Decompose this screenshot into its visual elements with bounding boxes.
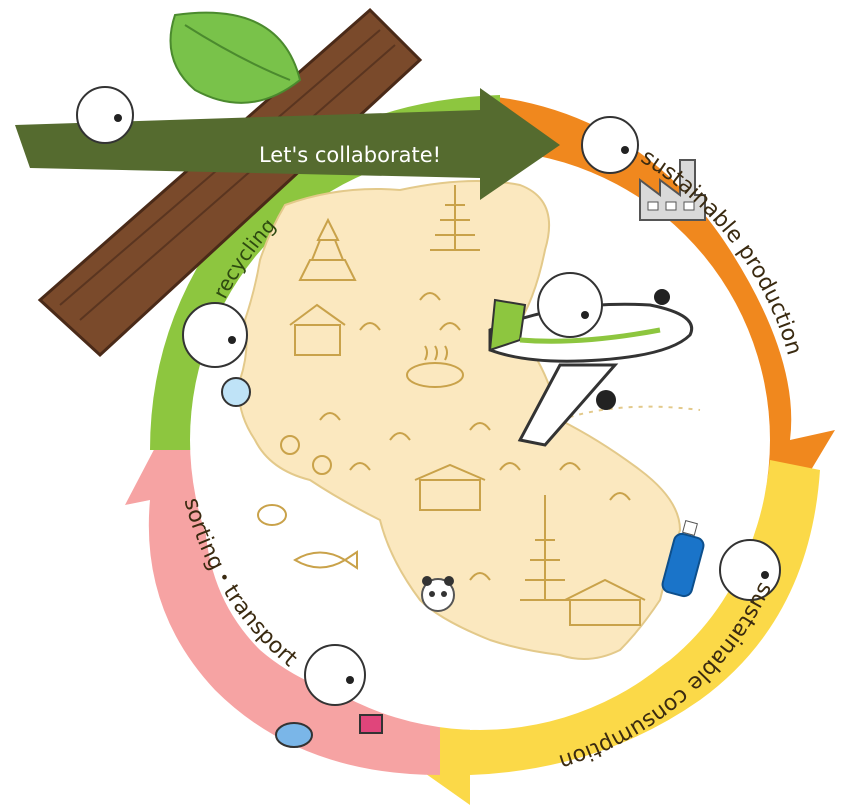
- leaf-icon: [169, 11, 302, 104]
- pagoda-icon: [430, 185, 570, 601]
- collection-bag-icon: [275, 714, 383, 748]
- turtle-icon: [257, 504, 287, 526]
- hot-spring-icon: [406, 345, 464, 388]
- collaborate-banner: [15, 88, 560, 200]
- flower-icon: [280, 435, 332, 475]
- banner-label: Let's collaborate!: [259, 143, 441, 167]
- hill-doodles: [319, 292, 631, 581]
- castle-icon: [298, 217, 357, 281]
- tree-branch-icon: [37, 7, 423, 358]
- flask-icon: [221, 377, 251, 407]
- factory-icon: [639, 159, 706, 221]
- region-map: [238, 180, 682, 660]
- pet-bottle-icon: [661, 520, 705, 598]
- temple-icon: [289, 303, 646, 626]
- mascot-dog-icon: [76, 86, 781, 706]
- panda-icon: [421, 576, 455, 612]
- fish-icon: [293, 550, 358, 570]
